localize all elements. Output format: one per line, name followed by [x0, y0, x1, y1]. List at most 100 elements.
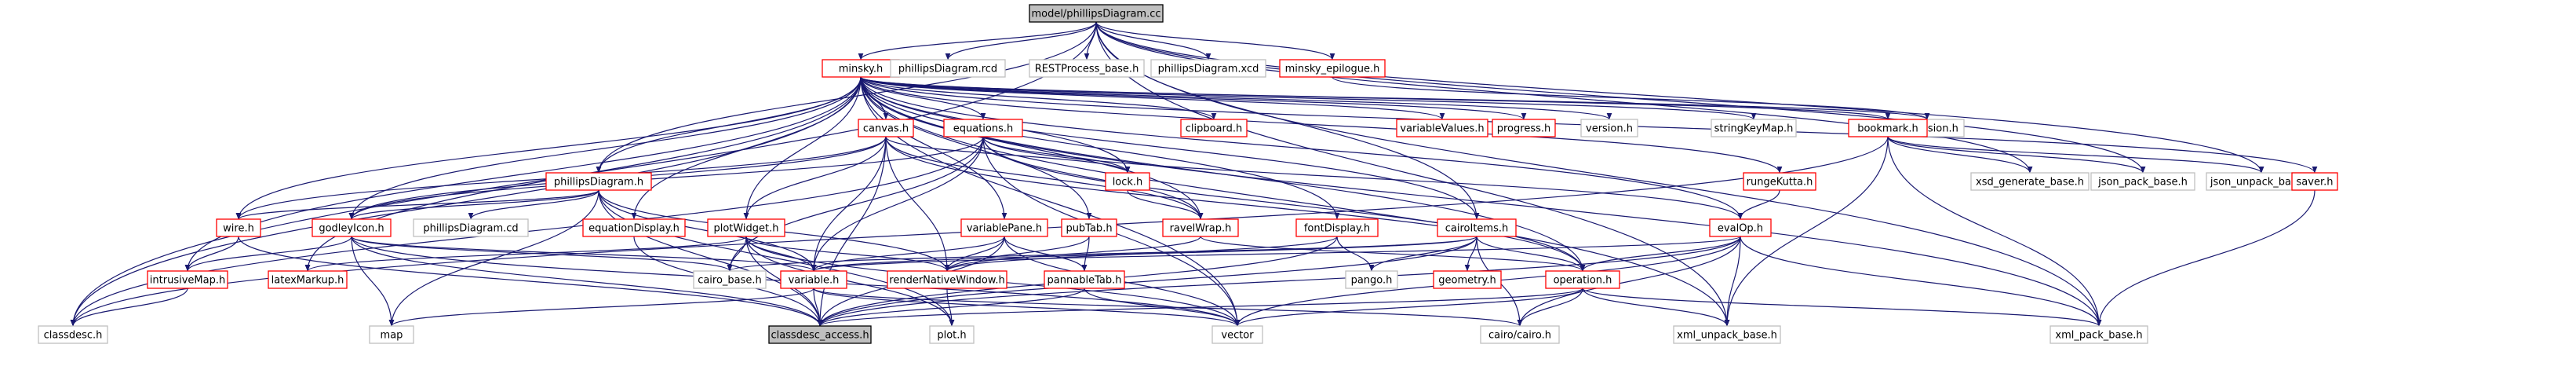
node-pubTab[interactable]: pubTab.h: [1061, 218, 1117, 237]
node-clipboard[interactable]: clipboard.h: [1180, 119, 1248, 137]
node-saver[interactable]: saver.h: [2291, 172, 2338, 191]
node-progress[interactable]: progress.h: [1492, 119, 1556, 137]
node-label: fontDisplay.h: [1304, 223, 1370, 235]
node-lock[interactable]: lock.h: [1105, 172, 1150, 191]
edge-canvas-to-classdesc_access: [817, 136, 887, 327]
node-box: [2050, 325, 2148, 344]
node-label: phillipsDiagram.h: [554, 177, 643, 189]
edge-equations-to-operation: [982, 136, 1586, 272]
node-label: geometry.h: [1438, 275, 1496, 287]
node-xml-pack-base: xml_pack_base.h: [2050, 325, 2148, 344]
node-box: [216, 218, 261, 237]
edge-canvas-to-plotWidget: [743, 136, 887, 220]
nodes-layer: model/phillipsDiagram.cc minsky.h phillips…: [38, 4, 2338, 344]
edge-godleyIcon-to-classdesc_access: [351, 236, 823, 327]
node-variableValues[interactable]: variableValues.h: [1396, 119, 1488, 137]
node-box: [858, 119, 914, 137]
node-label: xml_pack_base.h: [2055, 330, 2142, 342]
node-box: [1180, 119, 1248, 137]
edge-minsky-to-cairoItems: [860, 76, 1480, 220]
node-pannableTab[interactable]: pannableTab.h: [1044, 270, 1125, 289]
node-equationDisplay[interactable]: equationDisplay.h: [582, 218, 686, 237]
node-box: [1162, 218, 1239, 237]
node-box: [147, 270, 228, 289]
edge-minsky-to-evalOp: [860, 76, 1743, 220]
node-intrusiveMap[interactable]: intrusiveMap.h: [147, 270, 228, 289]
node-box: [1150, 59, 1266, 78]
node-box: [582, 218, 686, 237]
node-box: [312, 218, 392, 237]
edge-pubTab-to-renderNativeWindow: [944, 236, 1090, 272]
edge-equations-to-godleyIcon: [348, 136, 984, 220]
node-box: [1492, 119, 1556, 137]
edge-cairoItems-to-operation: [1476, 236, 1586, 272]
node-box: [2090, 172, 2195, 191]
edge-root-to-phillipsDiagram_xcd: [1095, 21, 1211, 60]
node-equations[interactable]: equations.h: [943, 119, 1023, 137]
edge-evalOp-to-classdesc_access: [817, 236, 1741, 327]
node-label: cairo/cairo.h: [1488, 330, 1551, 342]
node-rungeKutta[interactable]: rungeKutta.h: [1743, 172, 1816, 191]
node-minsky[interactable]: minsky.h: [822, 59, 900, 78]
edge-phillipsDiagram_h-to-variable: [598, 189, 817, 272]
edge-minsky-to-rungeKutta: [860, 76, 1783, 174]
node-label: vector: [1221, 330, 1254, 342]
node-variable[interactable]: variable.h: [780, 270, 847, 289]
node-operation[interactable]: operation.h: [1545, 270, 1620, 289]
edge-bookmark-to-xsd_generate_base: [1887, 136, 2033, 174]
edge-phillipsDiagram_h-to-plot: [598, 189, 955, 327]
node-box: [1743, 172, 1816, 191]
edge-equations-to-cairo_base: [727, 136, 984, 272]
node-fontDisplay[interactable]: fontDisplay.h: [1295, 218, 1379, 237]
edge-root-to-phillipsDiagram_h: [596, 21, 1097, 174]
edge-saver-to-xml_pack_base: [2096, 189, 2315, 327]
edge-cairoItems-to-cairo_base: [727, 236, 1477, 272]
edge-plotWidget-to-renderNativeWindow: [745, 236, 950, 272]
edge-root-to-phillipsDiagram_rcd: [945, 21, 1097, 60]
node-bookmark[interactable]: bookmark.h: [1848, 119, 1928, 137]
node-label: xml_unpack_base.h: [1677, 330, 1777, 342]
edge-root-to-xml_pack_base: [1095, 21, 2102, 327]
node-renderNativeWindow[interactable]: renderNativeWindow.h: [887, 270, 1007, 289]
edge-cairoItems-to-geometry: [1464, 236, 1477, 272]
node-box: [1029, 4, 1164, 23]
node-ravelWrap[interactable]: ravelWrap.h: [1162, 218, 1239, 237]
node-phillipsDiagram-h[interactable]: phillipsDiagram.h: [545, 172, 652, 191]
node-label: equationDisplay.h: [588, 223, 680, 235]
node-label: bookmark.h: [1857, 123, 1918, 135]
node-label: intrusiveMap.h: [150, 275, 225, 287]
node-label: progress.h: [1497, 123, 1551, 135]
node-box: [545, 172, 652, 191]
node-canvas[interactable]: canvas.h: [858, 119, 914, 137]
node-label: clipboard.h: [1186, 123, 1243, 135]
node-box: [1580, 119, 1638, 137]
node-classdesc: classdesc.h: [38, 325, 108, 344]
node-plotWidget[interactable]: plotWidget.h: [707, 218, 785, 237]
node-root[interactable]: model/phillipsDiagram.cc: [1029, 4, 1164, 23]
edge-ravelWrap-to-renderNativeWindow: [944, 236, 1201, 272]
edge-minsky-to-bookmark: [860, 76, 1890, 120]
node-box: [1709, 218, 1772, 237]
node-godleyIcon[interactable]: godleyIcon.h: [312, 218, 392, 237]
node-label: pannableTab.h: [1048, 275, 1122, 287]
node-json-unpack-base: json_unpack_base.h: [2206, 172, 2317, 191]
node-wire[interactable]: wire.h: [216, 218, 261, 237]
node-cairoItems[interactable]: cairoItems.h: [1437, 218, 1517, 237]
edge-variable-to-map: [388, 288, 814, 327]
edge-ravelWrap-to-operation: [1200, 236, 1586, 272]
edge-cairoItems-to-classdesc_access: [817, 236, 1477, 327]
node-classdesc-access[interactable]: classdesc_access.h: [768, 325, 872, 344]
edge-canvas-to-operation: [885, 136, 1586, 272]
edge-plotWidget-to-latexMarkup: [304, 236, 747, 272]
node-latexMarkup[interactable]: latexMarkup.h: [268, 270, 348, 289]
node-label: phillipsDiagram.xcd: [1158, 64, 1259, 75]
node-version: version.h: [1580, 119, 1638, 137]
node-geometry[interactable]: geometry.h: [1433, 270, 1502, 289]
node-label: json_unpack_base.h: [2210, 177, 2312, 189]
node-minsky-epilogue[interactable]: minsky_epilogue.h: [1279, 59, 1386, 78]
node-RESTProcess-base: RESTProcess_base.h: [1029, 59, 1145, 78]
node-evalOp[interactable]: evalOp.h: [1709, 218, 1772, 237]
node-variablePane[interactable]: variablePane.h: [960, 218, 1048, 237]
node-label: pango.h: [1351, 275, 1393, 287]
node-label: classdesc.h: [44, 330, 103, 342]
